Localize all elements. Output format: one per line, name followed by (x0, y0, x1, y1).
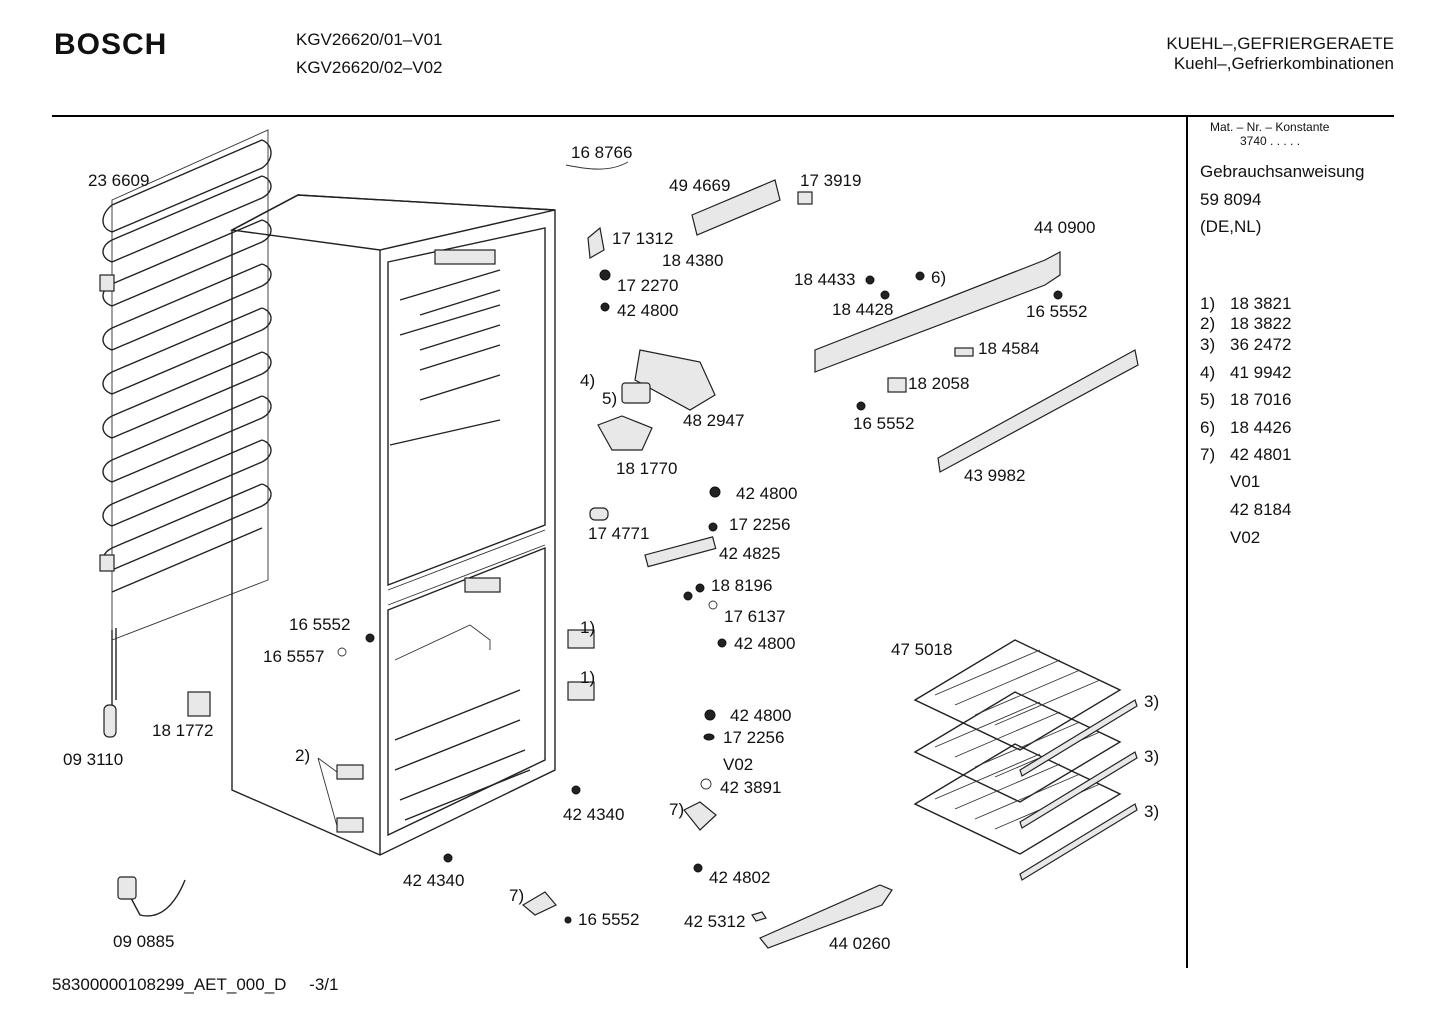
note-value: 36 2472 (1230, 335, 1292, 354)
part-label: 17 6137 (724, 607, 786, 626)
note-ref: 3) (1144, 802, 1160, 821)
side-panel-divider (1186, 116, 1188, 968)
note-key: 1) (1200, 294, 1216, 313)
note-key: 2) (1200, 314, 1216, 333)
note-ref: 7) (669, 800, 685, 819)
part-label: 16 5557 (263, 647, 325, 666)
footer-doc-id: 58300000108299_AET_000_D -3/1 (52, 975, 338, 995)
note-value: 18 7016 (1230, 390, 1292, 409)
part-label: 16 5552 (289, 615, 351, 634)
part-label: 42 4800 (730, 706, 792, 725)
note-value: 18 3821 (1230, 294, 1292, 313)
part-label: 16 5552 (578, 910, 640, 929)
part-label: 18 2058 (908, 374, 970, 393)
part-label: 09 3110 (63, 750, 124, 769)
part-label: 16 5552 (1026, 302, 1088, 321)
note-ref: 6) (931, 268, 947, 287)
category-subtitle: Kuehl–,Gefrierkombinationen (1173, 54, 1394, 73)
part-label: 42 4825 (719, 544, 781, 563)
manual-label: Gebrauchsanweisung (1200, 162, 1365, 181)
part-label: 18 4428 (832, 300, 894, 319)
evaporator-shelves (913, 639, 1138, 881)
part-label: 42 4340 (403, 871, 465, 890)
variant-part: 42 8184 (1230, 500, 1292, 519)
part-label: 09 0885 (113, 932, 175, 951)
note-value: 18 4426 (1230, 418, 1292, 437)
mat-nr-label: Mat. – Nr. – Konstante (1210, 120, 1330, 134)
part-label: 42 3891 (720, 778, 782, 797)
part-label: 17 2256 (723, 728, 785, 747)
page-number: -3/1 (309, 975, 339, 994)
document-id: 58300000108299_AET_000_D (52, 975, 287, 994)
hardware-parts (187, 629, 893, 949)
part-label: 16 5552 (853, 414, 915, 433)
mains-cable (117, 876, 186, 917)
variant-label: V01 (1230, 472, 1261, 491)
part-label: 42 4800 (734, 634, 796, 653)
category-title: KUEHL–,GEFRIERGERAETE (1166, 34, 1394, 53)
note-ref: 1) (580, 668, 596, 687)
note-value: 18 3822 (1230, 314, 1292, 333)
part-label: 49 4669 (669, 176, 731, 195)
part-label: 44 0260 (829, 934, 891, 953)
variant-label: V02 (1230, 528, 1261, 547)
note-key: 4) (1200, 363, 1216, 382)
control-parts (565, 161, 813, 648)
condenser-coil (99, 129, 272, 738)
header-divider (52, 115, 1394, 117)
part-label: 17 2270 (617, 276, 679, 295)
note-value: 41 9942 (1230, 363, 1292, 382)
mat-nr-value: 3740 . . . . . (1240, 134, 1301, 148)
note-ref: 2) (295, 746, 311, 765)
part-label: 17 4771 (588, 524, 650, 543)
part-label: 43 9982 (964, 466, 1026, 485)
note-ref: 3) (1144, 692, 1160, 711)
part-label: 18 1772 (152, 721, 214, 740)
part-label: 42 4340 (563, 805, 625, 824)
part-label: 42 4802 (709, 868, 771, 887)
part-label: 23 6609 (88, 171, 150, 190)
note-ref: 3) (1144, 747, 1160, 766)
brand-logo: BOSCH (54, 28, 168, 61)
part-label: 17 2256 (729, 515, 791, 534)
note-ref: 1) (580, 618, 596, 637)
refrigerator-cabinet (229, 194, 556, 856)
variant-label: V02 (723, 755, 754, 774)
manual-number: 59 8094 (1200, 190, 1262, 209)
note-key: 6) (1200, 418, 1216, 437)
note-ref: 7) (509, 886, 525, 905)
model-number-2: KGV26620/02–V02 (296, 58, 443, 77)
part-label: 18 4433 (794, 270, 856, 289)
part-label: 16 8766 (571, 143, 633, 162)
part-label: 47 5018 (891, 640, 953, 659)
model-number-1: KGV26620/01–V01 (296, 30, 443, 49)
part-label: 18 1770 (616, 459, 678, 478)
note-value: 42 4801 (1230, 445, 1292, 464)
part-label: 17 3919 (800, 171, 862, 190)
top-cover-handle (814, 251, 1139, 473)
manual-language: (DE,NL) (1200, 217, 1262, 236)
part-label: 42 4800 (736, 484, 798, 503)
note-ref: 5) (602, 389, 618, 408)
part-label: 42 4800 (617, 301, 679, 320)
note-key: 5) (1200, 390, 1216, 409)
part-label: 17 1312 (612, 229, 674, 248)
part-label: 42 5312 (684, 912, 746, 931)
part-label: 48 2947 (683, 411, 745, 430)
part-label: 44 0900 (1034, 218, 1096, 237)
note-ref: 4) (580, 371, 596, 390)
note-key: 3) (1200, 335, 1216, 354)
part-label: 18 8196 (711, 576, 773, 595)
part-label: 18 4584 (978, 339, 1040, 358)
note-key: 7) (1200, 445, 1216, 464)
part-label: 18 4380 (662, 251, 724, 270)
